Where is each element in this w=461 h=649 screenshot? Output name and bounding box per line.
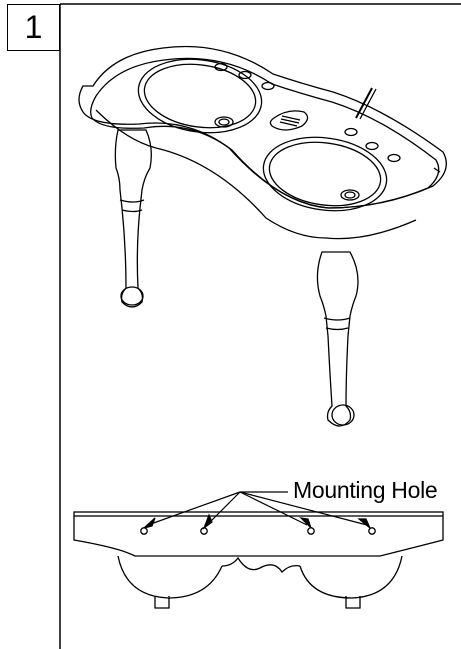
console-sink-drawing bbox=[78, 45, 447, 427]
step-number: 1 bbox=[24, 9, 43, 45]
slab-inner-edge bbox=[90, 57, 440, 209]
callout-leaders bbox=[143, 491, 371, 530]
soap-dish bbox=[269, 110, 309, 131]
arrowhead-2 bbox=[202, 513, 213, 530]
left-leg bbox=[114, 129, 152, 308]
left-bowl bbox=[117, 555, 223, 599]
arrowhead-4 bbox=[357, 518, 371, 529]
arrowhead-1 bbox=[143, 517, 156, 529]
mounting-hole-2 bbox=[200, 527, 208, 535]
left-basin bbox=[137, 58, 263, 134]
front-slab bbox=[73, 516, 444, 557]
mounting-hole-4 bbox=[368, 527, 376, 535]
arrowhead-3 bbox=[299, 517, 312, 529]
front-view-drawing bbox=[73, 511, 444, 609]
right-bowl bbox=[299, 555, 403, 599]
mounting-hole-label: Mounting Hole bbox=[293, 477, 438, 503]
left-drain bbox=[214, 116, 234, 128]
apron bbox=[95, 109, 417, 240]
step-number-box: 1 bbox=[7, 4, 60, 51]
mounting-hole-1 bbox=[140, 527, 148, 535]
right-drain bbox=[340, 189, 360, 201]
slab-top bbox=[78, 45, 447, 209]
mounting-hole-3 bbox=[307, 527, 315, 535]
right-basin bbox=[262, 136, 388, 212]
right-leg bbox=[316, 251, 359, 427]
